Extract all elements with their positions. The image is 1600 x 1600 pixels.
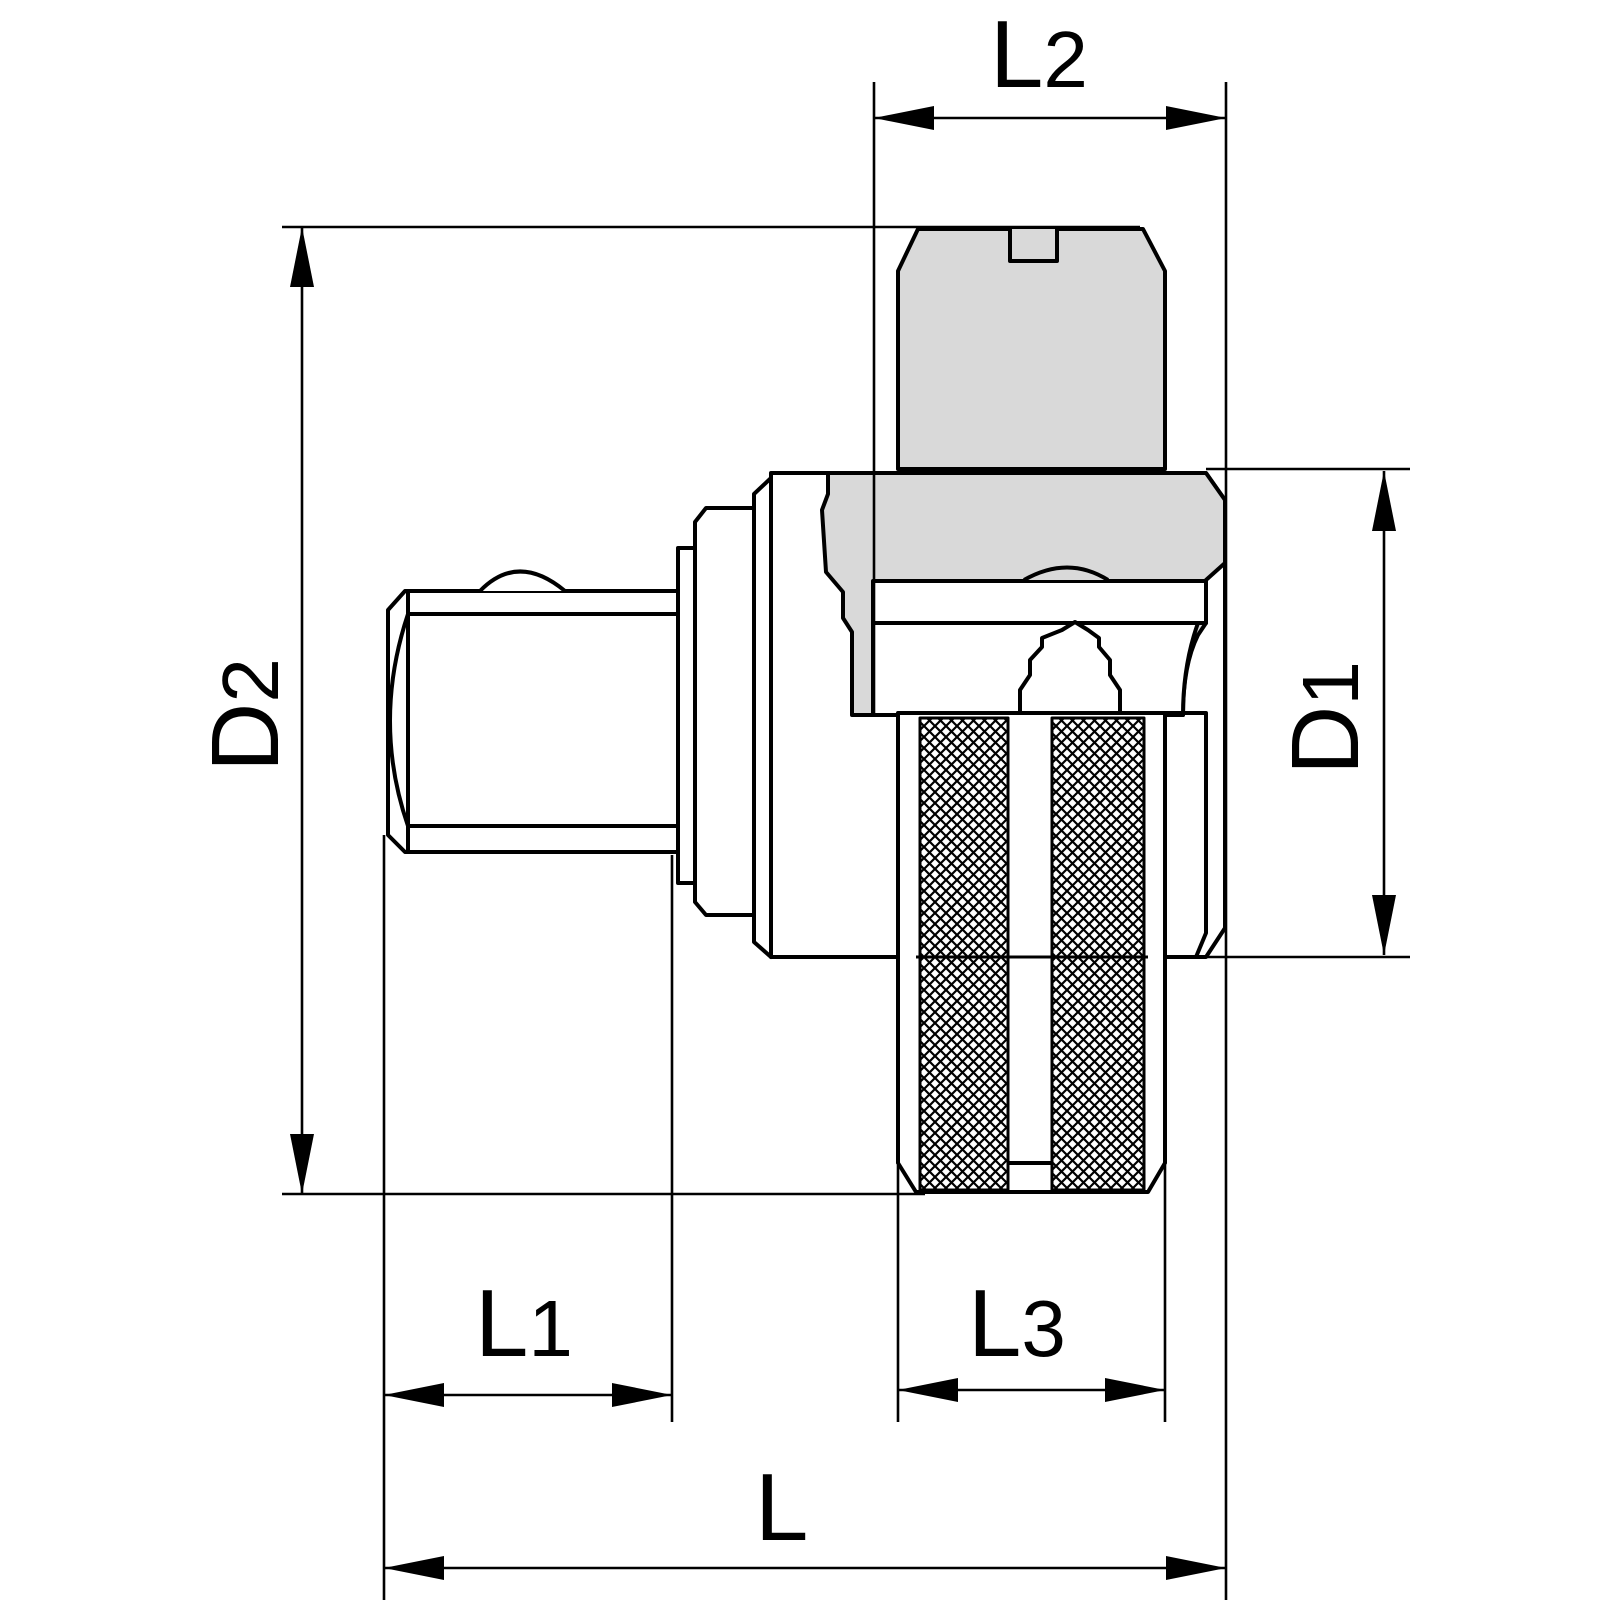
- label-d2: D2: [192, 658, 299, 772]
- valve-stem: [1018, 620, 1122, 713]
- dimension-lines: [282, 82, 1410, 1600]
- label-l3: L3: [968, 1270, 1066, 1377]
- label-l2: L2: [990, 1, 1088, 108]
- knurled-handle: [896, 711, 1167, 1194]
- collar-rings: [676, 476, 773, 959]
- fitting-body: [386, 227, 1227, 1194]
- right-end-ring: [1165, 711, 1208, 959]
- label-l: L: [755, 1454, 808, 1561]
- label-d1: D1: [1272, 661, 1379, 775]
- inner-body-gray: [820, 471, 1227, 717]
- label-l1: L1: [475, 1270, 573, 1377]
- top-nut: [896, 227, 1167, 471]
- left-stub: [386, 569, 680, 854]
- dimension-labels: L2 L1 L3 L D2 D1: [192, 1, 1379, 1561]
